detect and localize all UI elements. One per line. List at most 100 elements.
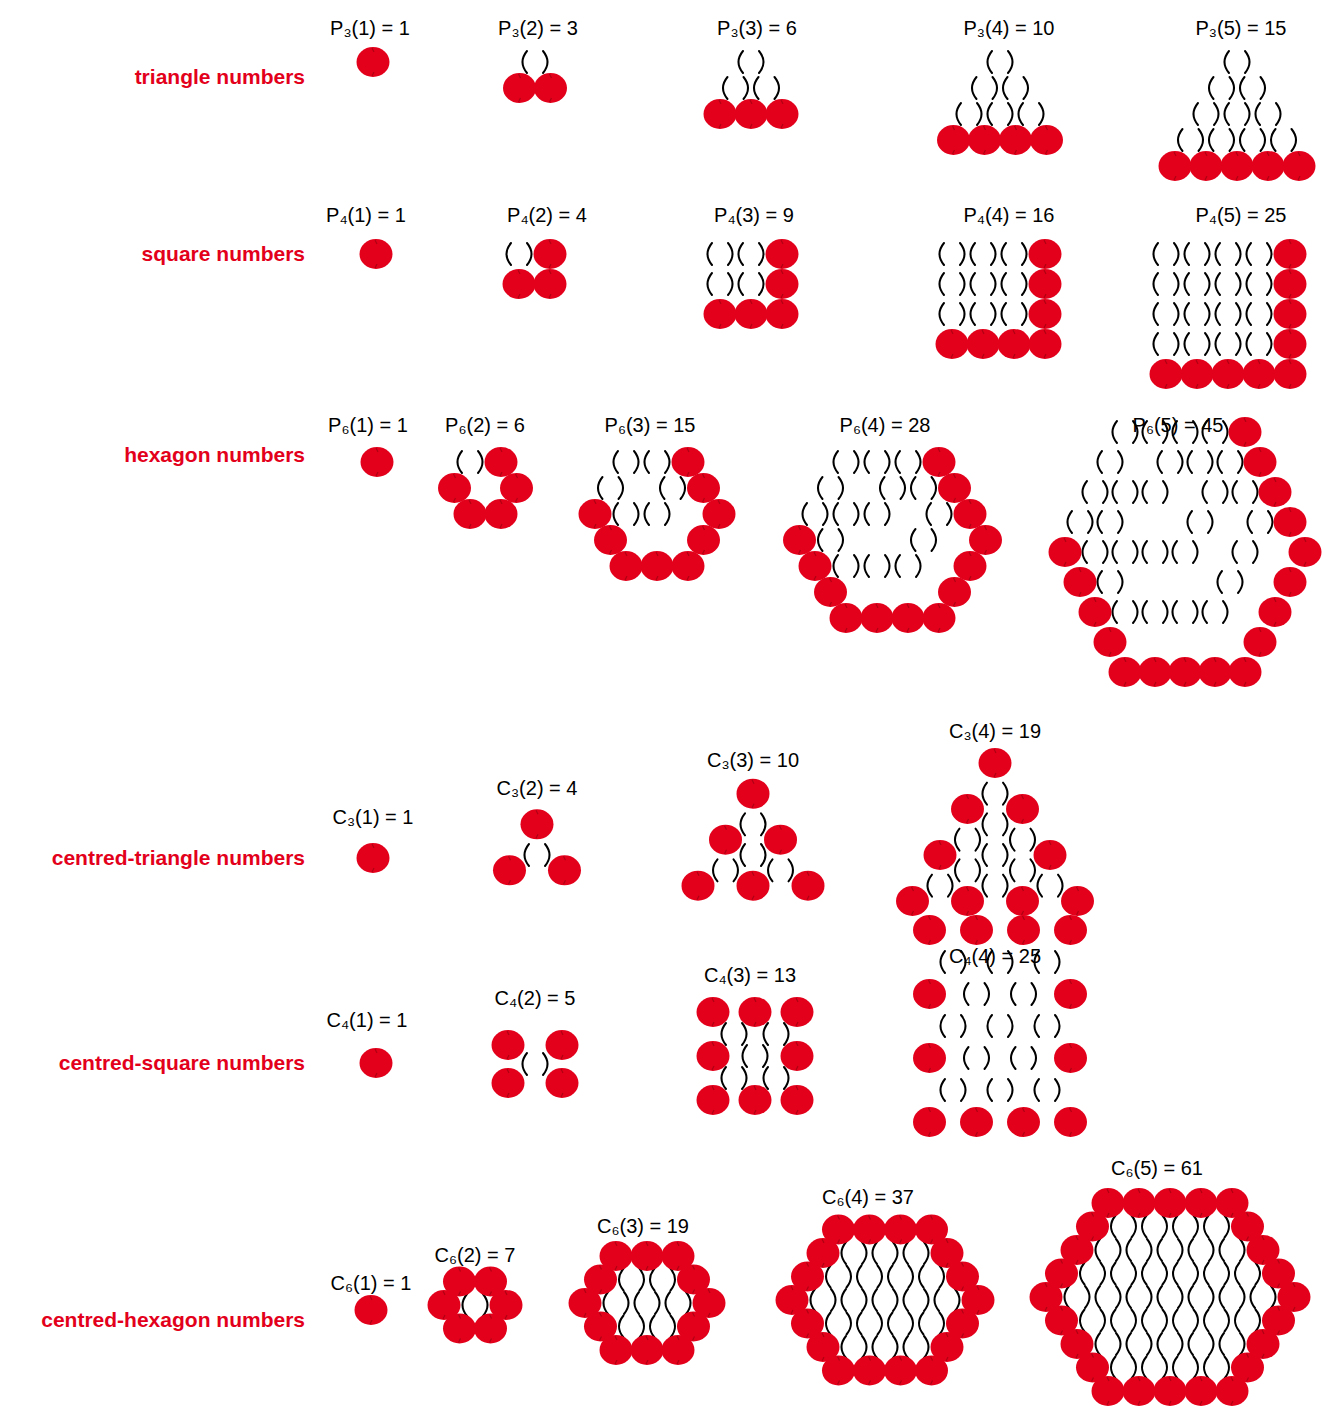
hollow-dot	[1204, 1263, 1229, 1285]
hollow-dot	[723, 77, 748, 99]
red-dot	[896, 886, 929, 916]
hollow-dot	[713, 859, 738, 881]
red-dot	[594, 525, 627, 555]
red-dots	[355, 47, 1322, 1406]
hollow-dot	[1065, 1286, 1090, 1308]
hollow-dot	[1271, 129, 1296, 151]
formula-label: P₆(3) = 15	[605, 414, 696, 436]
dot-notch	[677, 1242, 679, 1270]
hollow-dot	[865, 503, 890, 525]
hollow-dot	[983, 875, 1008, 897]
dot-notch	[929, 1108, 931, 1136]
dot-notch	[594, 500, 596, 528]
hollow-dot	[1111, 1310, 1136, 1332]
red-dot	[443, 1314, 476, 1344]
dot-notch	[375, 240, 377, 268]
red-dot	[438, 473, 471, 503]
dot-notch	[1231, 1189, 1233, 1217]
dot-notch	[1200, 1189, 1202, 1217]
hollow-dot	[1220, 1333, 1245, 1355]
red-dot	[687, 525, 720, 555]
hollow-dot	[928, 875, 953, 897]
red-dot	[454, 499, 487, 529]
hollow-dot	[666, 1292, 691, 1314]
dot-notch	[500, 448, 502, 476]
hollow-dot	[1247, 333, 1272, 355]
red-dot	[1229, 417, 1262, 447]
dot-notch	[822, 1239, 824, 1267]
hollow-dot	[904, 1242, 929, 1264]
red-dot	[1006, 886, 1039, 916]
formula-label: P₆(1) = 1	[328, 414, 408, 436]
hollow-dot	[739, 273, 764, 295]
dot-notch	[375, 1049, 377, 1077]
dot-notch	[1184, 658, 1186, 686]
red-dot	[999, 125, 1032, 155]
dot-notch	[976, 1108, 978, 1136]
red-dot	[936, 329, 969, 359]
dot-notch	[1262, 1330, 1264, 1358]
dot-notch	[687, 448, 689, 476]
dot-notch	[1061, 1307, 1063, 1335]
dot-notch	[1022, 795, 1024, 823]
hollow-dot	[834, 555, 859, 577]
dot-notch	[1262, 1236, 1264, 1264]
red-dot	[1094, 627, 1127, 657]
hollow-dot	[1216, 243, 1241, 265]
formula-label: C₆(4) = 37	[822, 1186, 914, 1208]
dot-notch	[929, 1044, 931, 1072]
red-dot	[1243, 359, 1276, 389]
dot-notch	[951, 330, 953, 358]
red-dot	[1029, 269, 1062, 299]
dot-notch	[1304, 538, 1306, 566]
red-dot	[923, 603, 956, 633]
dot-notch	[500, 500, 502, 528]
red-dot	[1139, 657, 1172, 687]
hollow-dot	[645, 451, 670, 473]
red-dot	[503, 269, 536, 299]
red-dot	[1259, 597, 1292, 627]
red-dot	[735, 99, 768, 129]
dot-notch	[1227, 360, 1229, 388]
formula-label: P₃(3) = 6	[717, 17, 797, 39]
red-dot	[1274, 359, 1307, 389]
formula-label: P₆(5) = 45	[1133, 414, 1224, 436]
red-dot	[781, 1041, 814, 1071]
dot-notch	[646, 1336, 648, 1364]
formula-label: P₃(2) = 3	[498, 17, 578, 39]
hollow-dot	[1127, 1239, 1152, 1261]
hollow-dot	[463, 1294, 488, 1316]
dot-notch	[1274, 478, 1276, 506]
dot-notch	[969, 552, 971, 580]
hollow-dot	[1247, 303, 1272, 325]
red-dot	[1244, 447, 1277, 477]
hollow-dot	[1111, 1216, 1136, 1238]
dot-notch	[719, 300, 721, 328]
dot-notch	[1107, 1189, 1109, 1217]
dot-notch	[656, 552, 658, 580]
red-dot	[662, 1335, 695, 1365]
red-dot	[548, 855, 581, 885]
red-dot	[960, 1107, 993, 1137]
red-dot	[1054, 1043, 1087, 1073]
dot-notch	[1289, 300, 1291, 328]
dot-notch	[610, 526, 612, 554]
dot-notch	[962, 1310, 964, 1338]
red-dot	[1274, 329, 1307, 359]
dot-notch	[712, 1042, 714, 1070]
red-dot	[704, 99, 737, 129]
red-dot	[951, 794, 984, 824]
dot-notch	[1094, 598, 1096, 626]
red-dot	[546, 1068, 579, 1098]
dot-notch	[1267, 152, 1269, 180]
red-dot	[672, 551, 705, 581]
red-dot	[1007, 915, 1040, 945]
dot-notch	[929, 916, 931, 944]
dot-notch	[781, 240, 783, 268]
dot-notch	[1064, 538, 1066, 566]
dot-notch	[1023, 916, 1025, 944]
hollow-dot	[764, 1067, 789, 1089]
hollow-dot	[842, 1242, 867, 1264]
dot-notch	[1044, 270, 1046, 298]
dot-notch	[1076, 1330, 1078, 1358]
